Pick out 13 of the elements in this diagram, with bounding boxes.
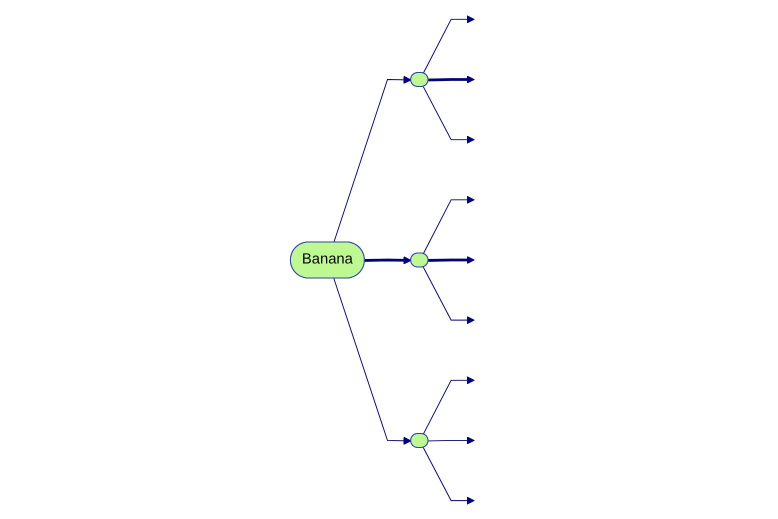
arrow xyxy=(428,255,474,264)
arrow xyxy=(333,75,412,242)
arrow xyxy=(428,436,474,444)
arrow xyxy=(422,86,474,144)
arrow xyxy=(364,256,412,264)
mind-map-diagram: Banana xyxy=(282,4,496,514)
arrow xyxy=(422,195,474,254)
arrow xyxy=(428,74,474,84)
arrow xyxy=(422,14,474,74)
arrow xyxy=(422,266,474,324)
arrow xyxy=(333,278,412,444)
arrow xyxy=(422,446,474,504)
arrow xyxy=(422,376,474,434)
